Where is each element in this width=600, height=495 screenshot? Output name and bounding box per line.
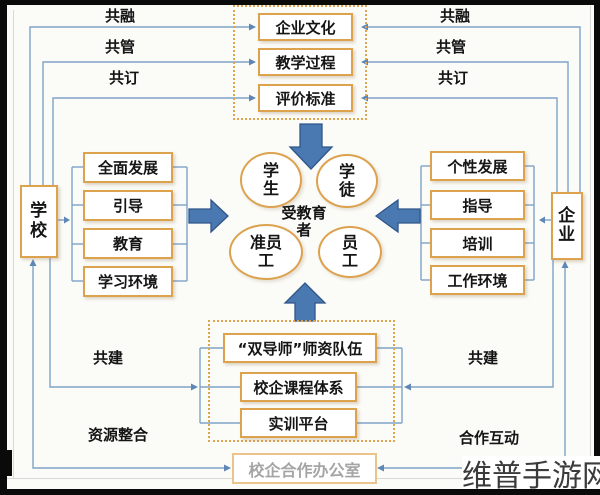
frame-bar-top [0, 0, 600, 5]
box-cooperation-office: 校企合作办公室 [232, 453, 377, 484]
box-education-label: 教育 [112, 235, 143, 253]
box-training: 培训 [430, 228, 525, 258]
box-all-round-development: 全面发展 [83, 152, 173, 183]
box-guide: 引导 [83, 190, 173, 221]
box-dual-tutor-team: “双导师”师资队伍 [223, 333, 377, 363]
box-dual-tutor-team-label: “双导师”师资队伍 [237, 339, 363, 358]
box-all-round-development-label: 全面发展 [97, 159, 158, 177]
watermark-text: 维普手游网 [462, 456, 600, 489]
frame-bar-bottom [0, 489, 600, 495]
panel-left-hairline [13, 10, 14, 478]
block-arrows [188, 123, 421, 322]
circle-student-label: 学生 [262, 161, 279, 198]
box-teaching-process: 教学过程 [258, 48, 353, 76]
box-individual-development: 个性发展 [430, 151, 525, 181]
label-gongrong-left: 共融 [104, 7, 135, 25]
box-training-label: 培训 [462, 234, 493, 253]
box-curriculum-system-label: 校企课程体系 [253, 378, 344, 397]
block-arrow-bottom [283, 282, 327, 322]
box-work-environment-label: 工作环境 [447, 271, 508, 290]
block-arrow-right [374, 198, 421, 234]
actor-school-label: 学校 [30, 201, 48, 241]
bottom-dashed-group [208, 320, 395, 442]
box-cooperation-office-label: 校企合作办公室 [248, 460, 361, 480]
label-resource-integration: 资源整合 [87, 426, 148, 444]
box-instruct-label: 指导 [462, 196, 493, 215]
circle-employee-label: 员工 [341, 233, 358, 270]
box-enterprise-culture-label: 企业文化 [275, 18, 336, 37]
actor-enterprise: 企业 [551, 192, 583, 260]
box-guide-label: 引导 [112, 197, 143, 215]
actor-enterprise-label: 企业 [558, 205, 576, 245]
circle-quasi-employee: 准员工 [229, 224, 303, 280]
frame-bar-right [594, 0, 600, 456]
circle-quasi-employee-label: 准员工 [249, 233, 282, 270]
box-enterprise-culture: 企业文化 [258, 13, 353, 41]
box-teaching-process-label: 教学过程 [275, 53, 336, 72]
label-build-right: 共建 [467, 349, 498, 367]
box-evaluation-standard: 评价标准 [258, 84, 353, 112]
block-arrow-left [188, 198, 229, 234]
panel-right-hairline [590, 6, 591, 478]
block-arrow-top [288, 123, 334, 170]
center-core-label: 受教育者 [277, 205, 331, 239]
box-learning-environment: 学习环境 [83, 266, 173, 297]
box-instruct: 指导 [430, 190, 525, 220]
box-work-environment: 工作环境 [430, 265, 525, 295]
label-build-left: 共建 [92, 349, 123, 367]
center-core-text: 受教育者 [281, 204, 327, 239]
box-curriculum-system: 校企课程体系 [240, 372, 357, 402]
frame-notch-left [0, 450, 12, 476]
circle-apprentice: 学徒 [316, 154, 378, 208]
box-evaluation-standard-label: 评价标准 [275, 89, 336, 108]
circle-student: 学生 [240, 152, 302, 208]
circle-employee: 员工 [318, 226, 382, 278]
box-practical-training-platform-label: 实训平台 [268, 414, 329, 433]
box-practical-training-platform: 实训平台 [240, 408, 357, 438]
box-learning-environment-label: 学习环境 [97, 273, 158, 291]
thin-connector-lines [29, 26, 581, 469]
top-dashed-group [233, 5, 367, 120]
box-education: 教育 [83, 228, 173, 259]
label-gongrong-right: 共融 [439, 7, 470, 25]
actor-school: 学校 [20, 185, 58, 258]
box-individual-development-label: 个性发展 [447, 157, 508, 176]
frame-bar-left [0, 0, 7, 495]
label-cooperation-interaction: 合作互动 [458, 429, 519, 447]
circle-apprentice-label: 学徒 [338, 162, 355, 199]
label-gongguan-left: 共管 [104, 38, 135, 56]
label-gongding-left: 共订 [108, 69, 139, 87]
label-gongguan-right: 共管 [435, 38, 466, 56]
label-gongding-right: 共订 [437, 69, 468, 87]
